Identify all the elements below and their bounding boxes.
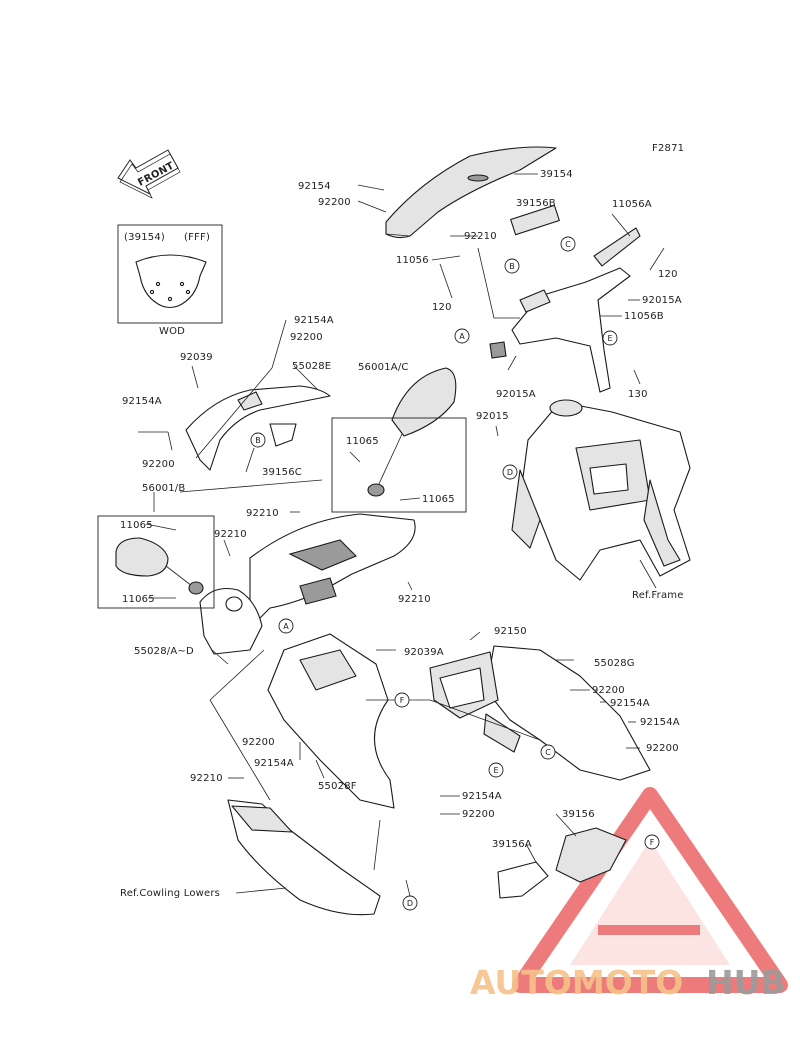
part-label: 55028F [318, 781, 357, 792]
part-label: 120 [658, 269, 678, 280]
part-label: 11056 [396, 255, 429, 266]
part-label: 55028G [594, 658, 635, 669]
part-label: 92200 [142, 459, 175, 470]
svg-text:C: C [545, 748, 551, 757]
svg-text:E: E [493, 766, 498, 775]
part-label: 39156B [516, 198, 556, 209]
mirror-detail-frame-right [331, 417, 467, 513]
part-label: 56001A/C [358, 362, 409, 373]
callout-b-1: B [504, 258, 520, 274]
part-label: Ref.Cowling Lowers [120, 888, 220, 899]
mirror-right [367, 367, 457, 497]
part-label: 92154A [254, 758, 294, 769]
watermark-word-gray: HUB [706, 963, 786, 1002]
callout-c-2: C [540, 744, 556, 760]
callout-e-1: E [602, 330, 618, 346]
part-label: 92210 [214, 529, 247, 540]
front-arrow-icon: FRONT [117, 149, 181, 199]
mirror-left [115, 537, 204, 595]
svg-text:D: D [507, 468, 513, 477]
part-label: 39156 [562, 809, 595, 820]
part-label: 92154A [122, 396, 162, 407]
part-label: 39154 [540, 169, 573, 180]
part-label: 11056A [612, 199, 652, 210]
part-label: 92154 [298, 181, 331, 192]
part-label: 92200 [592, 685, 625, 696]
svg-text:B: B [255, 436, 261, 445]
svg-text:E: E [607, 334, 612, 343]
part-label: 92210 [398, 594, 431, 605]
part-label: 56001/B [142, 483, 185, 494]
part-label: 92039 [180, 352, 213, 363]
svg-text:C: C [565, 240, 571, 249]
part-label: 92154A [640, 717, 680, 728]
part-label: 39156A [492, 839, 532, 850]
part-label: 92210 [246, 508, 279, 519]
upper-cowl [199, 513, 416, 655]
part-label: 120 [432, 302, 452, 313]
part-label: 11065 [120, 520, 153, 531]
meter-bracket [489, 204, 641, 393]
part-label: 92154A [610, 698, 650, 709]
frame-assembly [511, 399, 691, 581]
part-label: 92200 [462, 809, 495, 820]
svg-text:F: F [650, 838, 655, 847]
part-label: 92210 [464, 231, 497, 242]
part-label: 130 [628, 389, 648, 400]
side-cover-55028G [429, 645, 651, 781]
part-label: 92200 [318, 197, 351, 208]
svg-text:B: B [509, 262, 515, 271]
part-label: 92210 [190, 773, 223, 784]
upper-cover-55028E [185, 385, 331, 471]
part-label: 92039A [404, 647, 444, 658]
windshield [385, 146, 557, 239]
watermark-logo [512, 787, 788, 993]
callout-a-1: A [454, 328, 470, 344]
watermark-text: AUTOMOTO HUB [470, 963, 786, 1002]
part-label: 55028E [292, 361, 331, 372]
part-label: 92154A [294, 315, 334, 326]
part-label: 92150 [494, 626, 527, 637]
svg-text:A: A [459, 332, 465, 341]
part-label: 92015A [642, 295, 682, 306]
watermark-word-colored: AUTOMOTO [470, 963, 683, 1002]
part-label: 92200 [290, 332, 323, 343]
part-label: 92015 [476, 411, 509, 422]
callout-e-2: E [488, 762, 504, 778]
part-label: 11065 [422, 494, 455, 505]
inset-color-code: (FFF) [184, 232, 210, 243]
part-label: 11065 [346, 436, 379, 447]
lower-cowl [227, 799, 381, 916]
callout-b-2: B [250, 432, 266, 448]
part-label: Ref.Frame [632, 590, 684, 601]
callout-c-1: C [560, 236, 576, 252]
callout-f-1: F [394, 692, 410, 708]
part-label: 11056B [624, 311, 664, 322]
inset-footer: WOD [159, 326, 185, 337]
ducts [497, 827, 627, 899]
svg-text:A: A [283, 622, 289, 631]
part-label: 39156C [262, 467, 302, 478]
svg-text:F: F [400, 696, 405, 705]
leader-lines [138, 173, 665, 897]
callout-d-2: D [402, 895, 418, 911]
callout-a-2: A [278, 618, 294, 634]
inset-part-number: (39154) [124, 232, 165, 243]
part-label: 92015A [496, 389, 536, 400]
part-label: 11065 [122, 594, 155, 605]
part-label: 92154A [462, 791, 502, 802]
callout-d-1: D [502, 464, 518, 480]
part-label: 92200 [242, 737, 275, 748]
svg-text:D: D [407, 899, 413, 908]
callout-f-2: F [644, 834, 660, 850]
windshield-inset: (39154) (FFF) WOD [117, 224, 223, 337]
figure-code: F2871 [652, 143, 684, 154]
part-label: 92200 [646, 743, 679, 754]
part-label: 55028/A~D [134, 646, 194, 657]
mirror-detail-frame-left [97, 515, 215, 609]
